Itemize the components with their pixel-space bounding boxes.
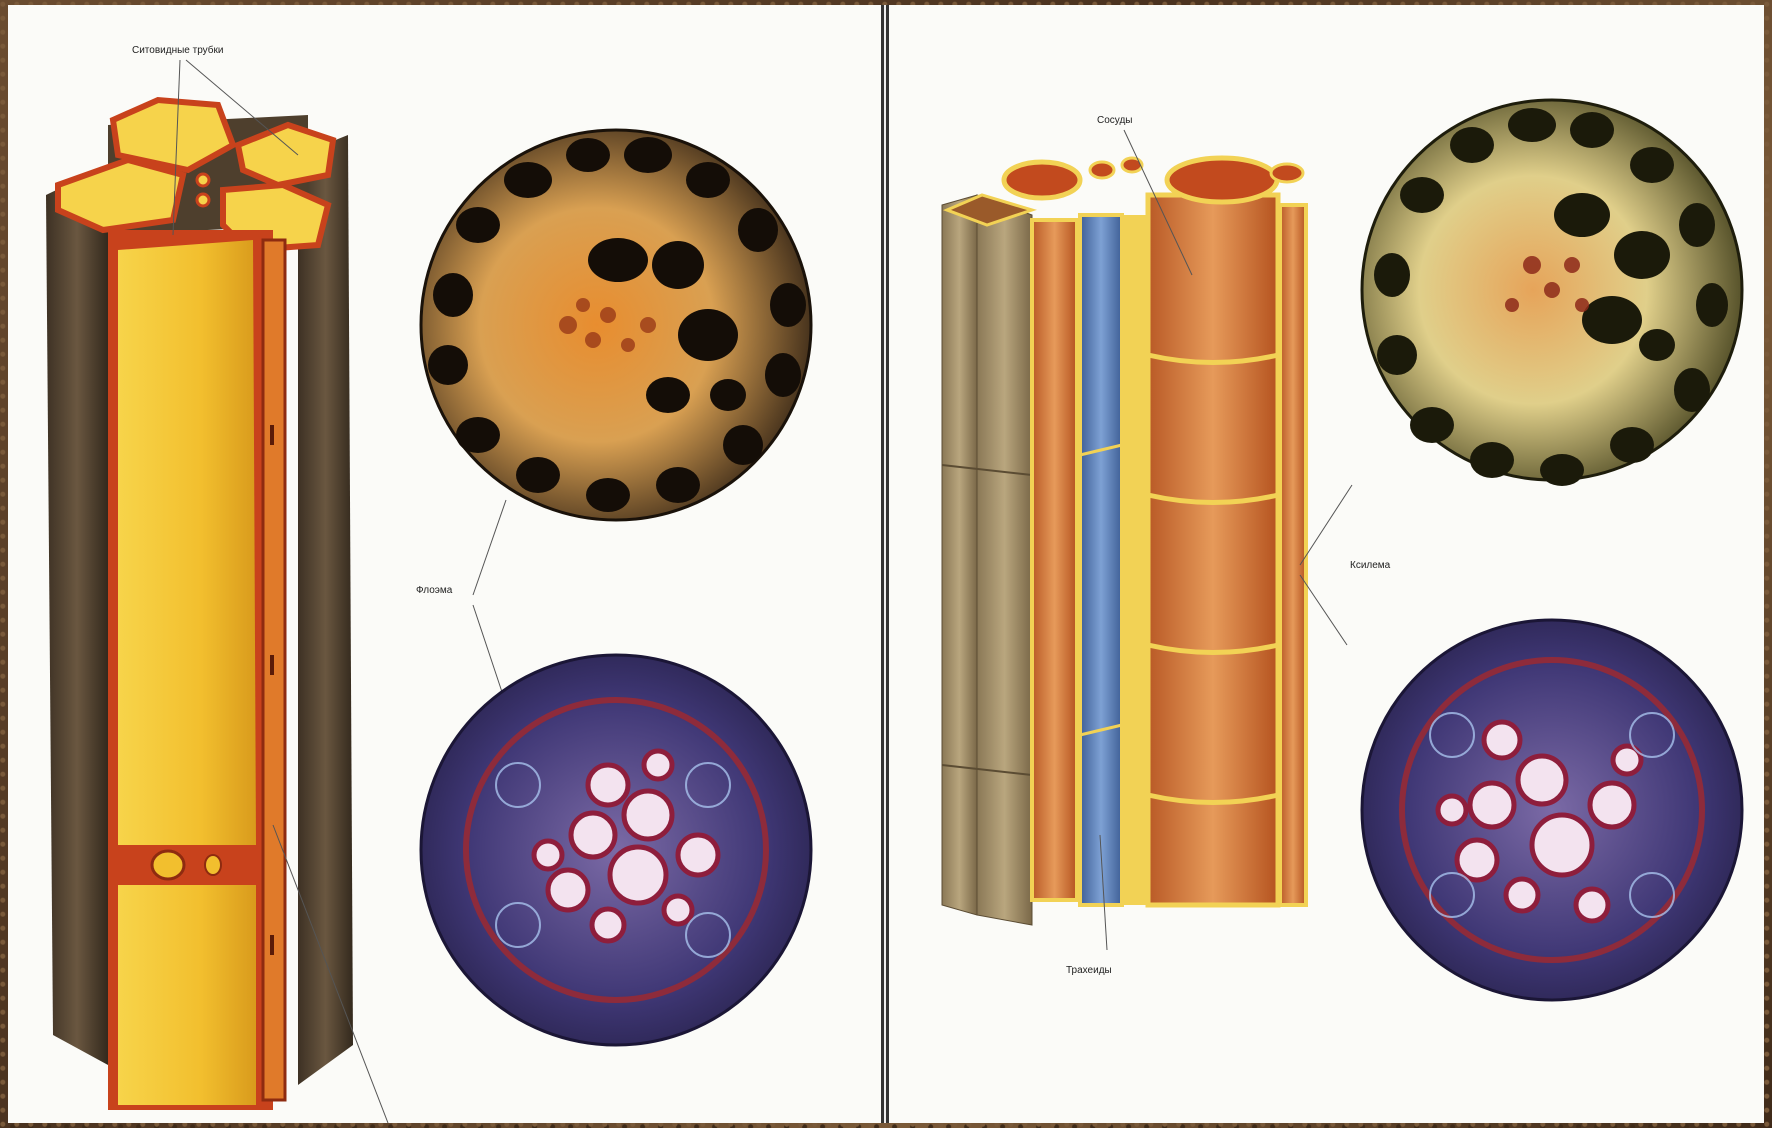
tracheid [1080,215,1122,905]
companion-cell [197,174,209,186]
label-sieve-tubes: Ситовидные трубки [132,45,223,56]
label-phloem: Флоэма [416,585,452,596]
page-divider [878,5,892,1123]
label-tracheids: Трахеиды [1066,965,1112,976]
phloem-stained-section [421,655,811,1045]
leader-line [473,605,503,695]
sieve-tube-lumen [118,240,256,845]
ray-cells [1124,215,1146,905]
phloem-illustration [8,5,878,1123]
bark-cell [46,165,108,1065]
companion-cell [197,194,209,206]
label-xylem: Ксилема [1350,560,1390,571]
xylem-sem-section [1362,100,1742,486]
sieve-pore [152,851,184,879]
sieve-tube-lumen [118,885,256,1105]
sieve-tube-top [58,160,183,230]
sieve-plate [108,850,273,880]
phloem-panel: Ситовидные трубки Флоэма [8,5,878,1123]
bark-cell [298,135,353,1085]
xylem-panel: Сосуды Ксилема Трахеиды [892,5,1764,1123]
label-vessels: Сосуды [1097,115,1132,126]
phloem-sem-section [421,130,811,520]
sieve-pore [205,855,221,875]
vessel-element [1032,220,1077,900]
fiber-cell [942,195,977,915]
vessel-element [1280,205,1306,905]
xylem-illustration [892,5,1764,1123]
xylem-stained-section [1362,620,1742,1000]
fiber-cell [977,195,1032,925]
leader-line [473,500,506,595]
